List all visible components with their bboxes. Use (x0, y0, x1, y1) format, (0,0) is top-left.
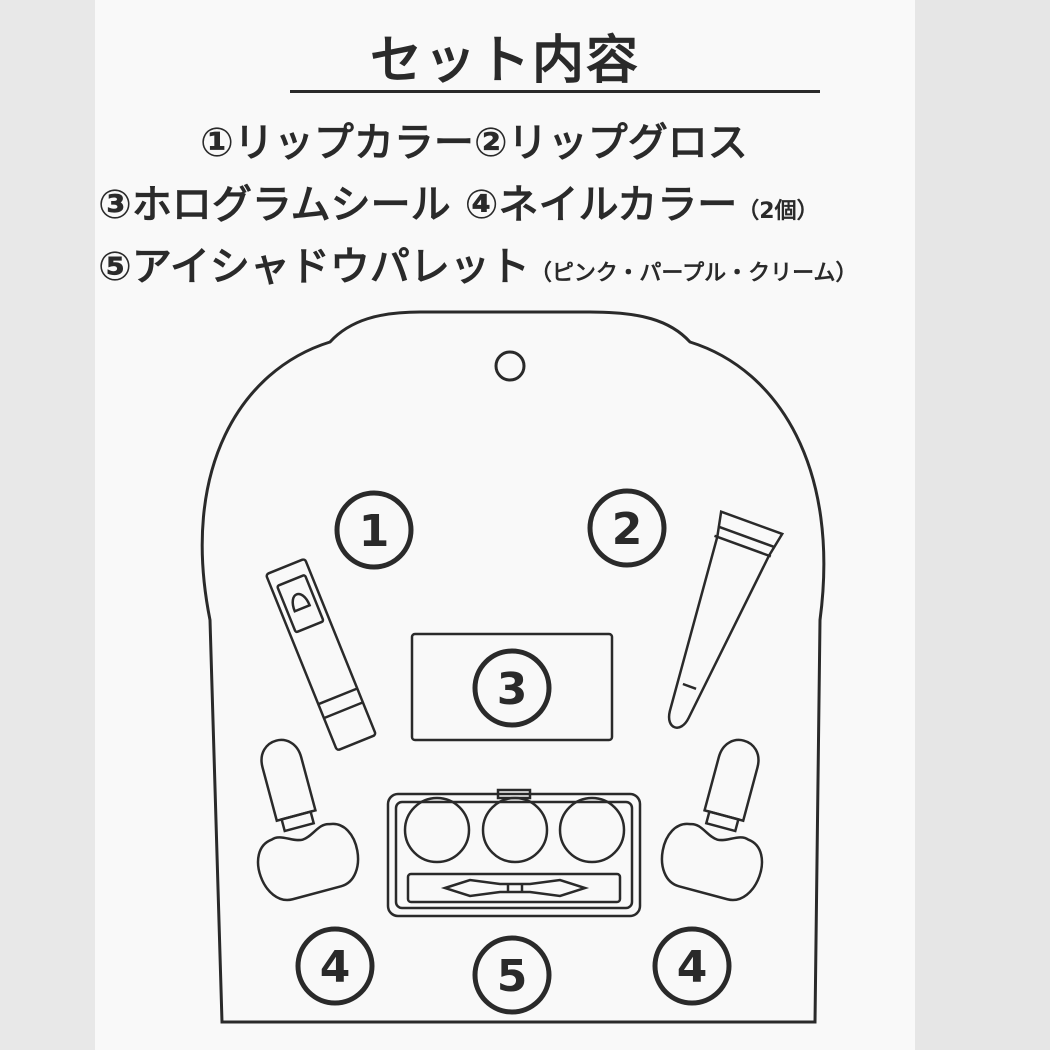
contents-line-1-text: ①リップカラー②リップグロス (200, 120, 748, 166)
marker-3: 3 (472, 648, 552, 728)
marker-4-left-label: 4 (320, 942, 351, 993)
marker-3-label: 3 (497, 664, 528, 715)
marker-4-left: 4 (295, 926, 375, 1006)
marker-5-label: 5 (497, 951, 528, 1002)
marker-4-right: 4 (652, 926, 732, 1006)
marker-5: 5 (472, 935, 552, 1015)
hanger-hole (494, 350, 526, 382)
background-right (915, 0, 1050, 1050)
marker-2: 2 (587, 488, 667, 568)
nail-polish-right-icon (660, 738, 764, 902)
eyeshadow-palette-icon (386, 788, 642, 918)
blister-outline (200, 310, 826, 1024)
contents-line-2: ③ホログラムシール ④ネイルカラー（2個） (98, 172, 819, 230)
shadow-pan-3 (558, 796, 626, 864)
contents-line-1: ①リップカラー②リップグロス (200, 110, 748, 168)
page-title: セット内容 (369, 31, 640, 91)
nail-polish-left-icon (256, 738, 360, 902)
marker-1-label: 1 (359, 506, 390, 557)
lip-gloss-icon (667, 509, 785, 729)
shadow-pan-2 (481, 796, 549, 864)
contents-line-2-text: ③ホログラムシール ④ネイルカラー (98, 182, 738, 228)
title-underline (290, 90, 820, 93)
contents-line-3-text: ⑤アイシャドウパレット (98, 244, 530, 290)
contents-line-2-note: （2個） (737, 199, 819, 224)
background-left (0, 0, 95, 1050)
shadow-pan-1 (403, 796, 471, 864)
contents-line-3-note: （ピンク・パープル・クリーム） (529, 261, 858, 286)
contents-line-3: ⑤アイシャドウパレット（ピンク・パープル・クリーム） (98, 234, 857, 292)
marker-1: 1 (334, 490, 414, 570)
marker-4-right-label: 4 (677, 942, 708, 993)
marker-2-label: 2 (612, 504, 643, 555)
hologram-sticker-slot (410, 632, 614, 742)
lipstick-icon (265, 558, 377, 751)
